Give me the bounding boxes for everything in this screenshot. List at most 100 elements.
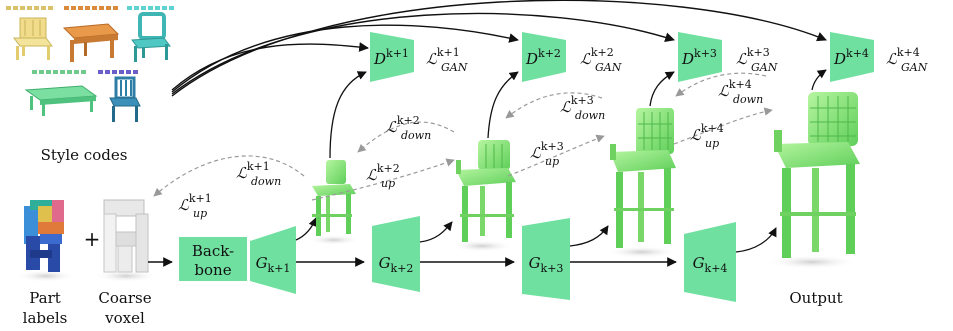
up-loss-4-sup: k+4 [701,122,724,135]
up-loss-3-sub: up [545,155,559,168]
d3-loss-sup: k+3 [747,46,770,59]
d1-base: D [373,50,386,68]
style-code-bar-5 [98,70,138,74]
down-loss-4-sub: down [733,93,763,106]
up-loss-2-sub: up [381,177,395,190]
coarse-voxel-shape [94,199,158,282]
dashed-loss-curves [153,72,773,201]
up-loss-4-base: ℒ [690,126,702,144]
g2-base: G [379,254,391,272]
down-loss-2-base: ℒ [386,118,398,136]
style-code-arrows [171,0,827,97]
style-code-bar-4 [32,70,86,74]
d1-sup: k+1 [386,47,409,60]
orange-table-illustration [62,23,120,62]
generator-g2: Gk+2 [372,216,420,292]
d2-sup: k+2 [538,47,561,60]
generator-g1: Gk+1 [250,226,296,294]
d3-loss-base: ℒ [736,50,748,68]
yellow-chair-illustration [13,17,53,60]
d2-loss-base: ℒ [580,50,592,68]
d3-loss-sub: GAN [751,61,778,74]
plus-sign: + [84,227,101,251]
d4-loss-base: ℒ [886,50,898,68]
g3-base: G [529,254,541,272]
down-loss-2-sup: k+2 [397,114,420,127]
down-loss-3-sup: k+3 [571,94,594,107]
d2-loss-sup: k+2 [591,46,614,59]
part-labels-label-line1: Part [29,289,61,307]
chair-stage-4 [766,92,860,269]
coarse-voxel-label-line2: voxel [104,309,145,327]
down-loss-1-sub: down [251,175,281,188]
g4-sub: k+4 [705,262,728,275]
svg-text:Dk+2: Dk+2 [525,47,561,68]
down-loss-4-sup: k+4 [729,78,752,91]
output-label: Output [789,289,842,307]
d4-base: D [833,50,846,68]
down-loss-labels: ℒk+1 down ℒk+2 down ℒk+3 down ℒk+4 down [236,78,763,188]
d4-loss-sup: k+4 [897,46,920,59]
d2-base: D [525,50,538,68]
generator-g4: Gk+4 [684,222,736,302]
down-loss-1-base: ℒ [236,164,248,182]
svg-text:ℒk+4up: ℒk+4up [690,122,724,150]
down-loss-1-sup: k+1 [247,160,270,173]
svg-text:Gk+4: Gk+4 [693,254,728,275]
generator-to-chair-arrows [295,217,777,253]
down-loss-4-base: ℒ [718,82,730,100]
style-code-bar-1 [6,6,53,10]
d3-base: D [681,50,694,68]
svg-text:Gk+3: Gk+3 [529,254,564,275]
svg-text:ℒk+2up: ℒk+2 up [366,162,400,190]
up-loss-2-base: ℒ [366,166,378,184]
g1-sub: k+1 [268,262,291,275]
up-loss-2-sup: k+2 [377,162,400,175]
d1-loss-base: ℒ [426,50,438,68]
part-labels-shape [16,200,76,282]
d1-loss-sub: GAN [441,61,468,74]
up-loss-3-sup: k+3 [541,140,564,153]
g3-sub: k+3 [541,262,564,275]
style-codes-label: Style codes [41,146,128,164]
g4-base: G [693,254,705,272]
down-loss-3-base: ℒ [560,98,572,116]
chair-to-discriminator-arrows [329,69,827,159]
d3-sup: k+3 [694,47,717,60]
svg-text:Dk+1: Dk+1 [373,47,409,68]
down-loss-2-sub: down [401,129,431,142]
style-code-bar-3 [127,6,174,10]
chair-stage-2 [450,140,516,252]
g2-sub: k+2 [391,262,414,275]
style-code-bar-2 [64,6,118,10]
blue-chair-illustration [109,76,141,122]
g1-base: G [256,254,268,272]
d4-sup: k+4 [846,47,869,60]
style-codes-group: Style codes [6,6,174,164]
svg-text:ℒk+3up: ℒk+3 up [530,140,564,168]
chair-stage-1 [308,160,360,245]
up-loss-1-base: ℒ [178,196,190,214]
d4-loss-sub: GAN [901,61,928,74]
d1-loss-sup: k+1 [437,46,460,59]
svg-text:Gk+1: Gk+1 [256,254,291,275]
svg-text:Dk+4: Dk+4 [833,47,869,68]
svg-text:Dk+3: Dk+3 [681,47,717,68]
up-loss-3-base: ℒ [530,144,542,162]
up-loss-1-sub: up [193,207,207,220]
teal-chair-illustration [131,12,171,62]
generator-g3: Gk+3 [522,218,570,300]
